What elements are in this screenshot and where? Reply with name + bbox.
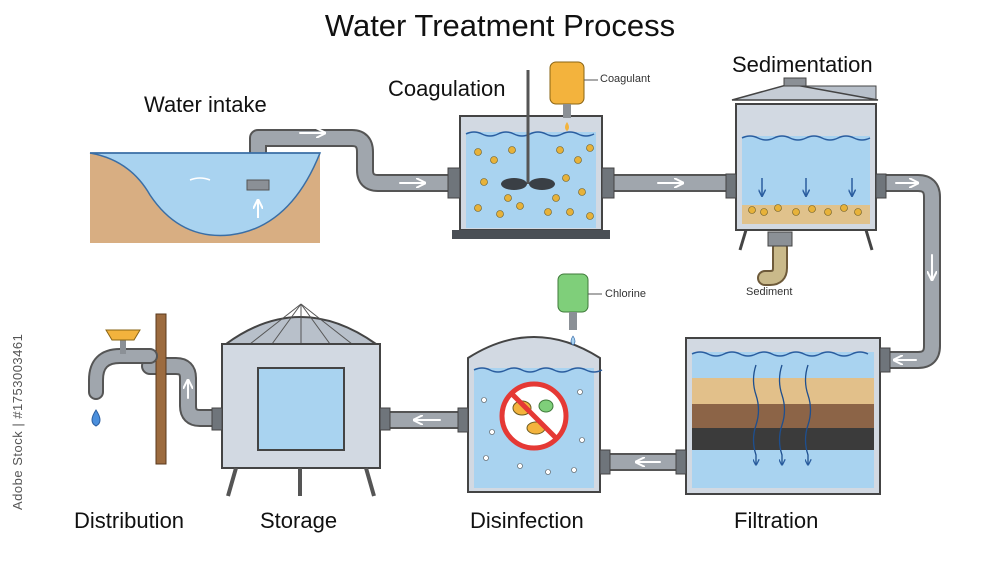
water-drop-icon — [91, 409, 101, 427]
page-title: Water Treatment Process — [324, 8, 676, 43]
chlorine-bottle-icon — [557, 273, 602, 346]
label-storage: Storage — [260, 508, 338, 533]
tap-handle-icon — [105, 329, 141, 354]
disinfection-tank — [457, 273, 611, 493]
pipes — [141, 133, 941, 471]
label-sediment: Sediment — [746, 286, 793, 298]
sedimentation-tank — [725, 77, 887, 251]
label-filtration: Filtration — [734, 508, 819, 533]
filtration-tank — [675, 337, 891, 495]
water-intake-illustration — [89, 152, 322, 243]
no-bacteria-icon — [499, 381, 569, 451]
label-coagulant: Coagulant — [600, 73, 651, 85]
label-water-intake: Water intake — [144, 92, 267, 117]
storage-tank — [211, 303, 391, 497]
distribution-tap — [88, 313, 167, 465]
label-chlorine: Chlorine — [605, 288, 646, 300]
label-sedimentation: Sedimentation — [732, 52, 873, 77]
label-distribution: Distribution — [74, 508, 185, 533]
coagulant-bottle-icon — [549, 61, 598, 131]
coagulation-tank — [447, 61, 615, 239]
label-disinfection: Disinfection — [470, 508, 584, 533]
watermark-text: Adobe Stock | #1753003461 — [10, 333, 25, 510]
label-coagulation: Coagulation — [388, 76, 506, 101]
